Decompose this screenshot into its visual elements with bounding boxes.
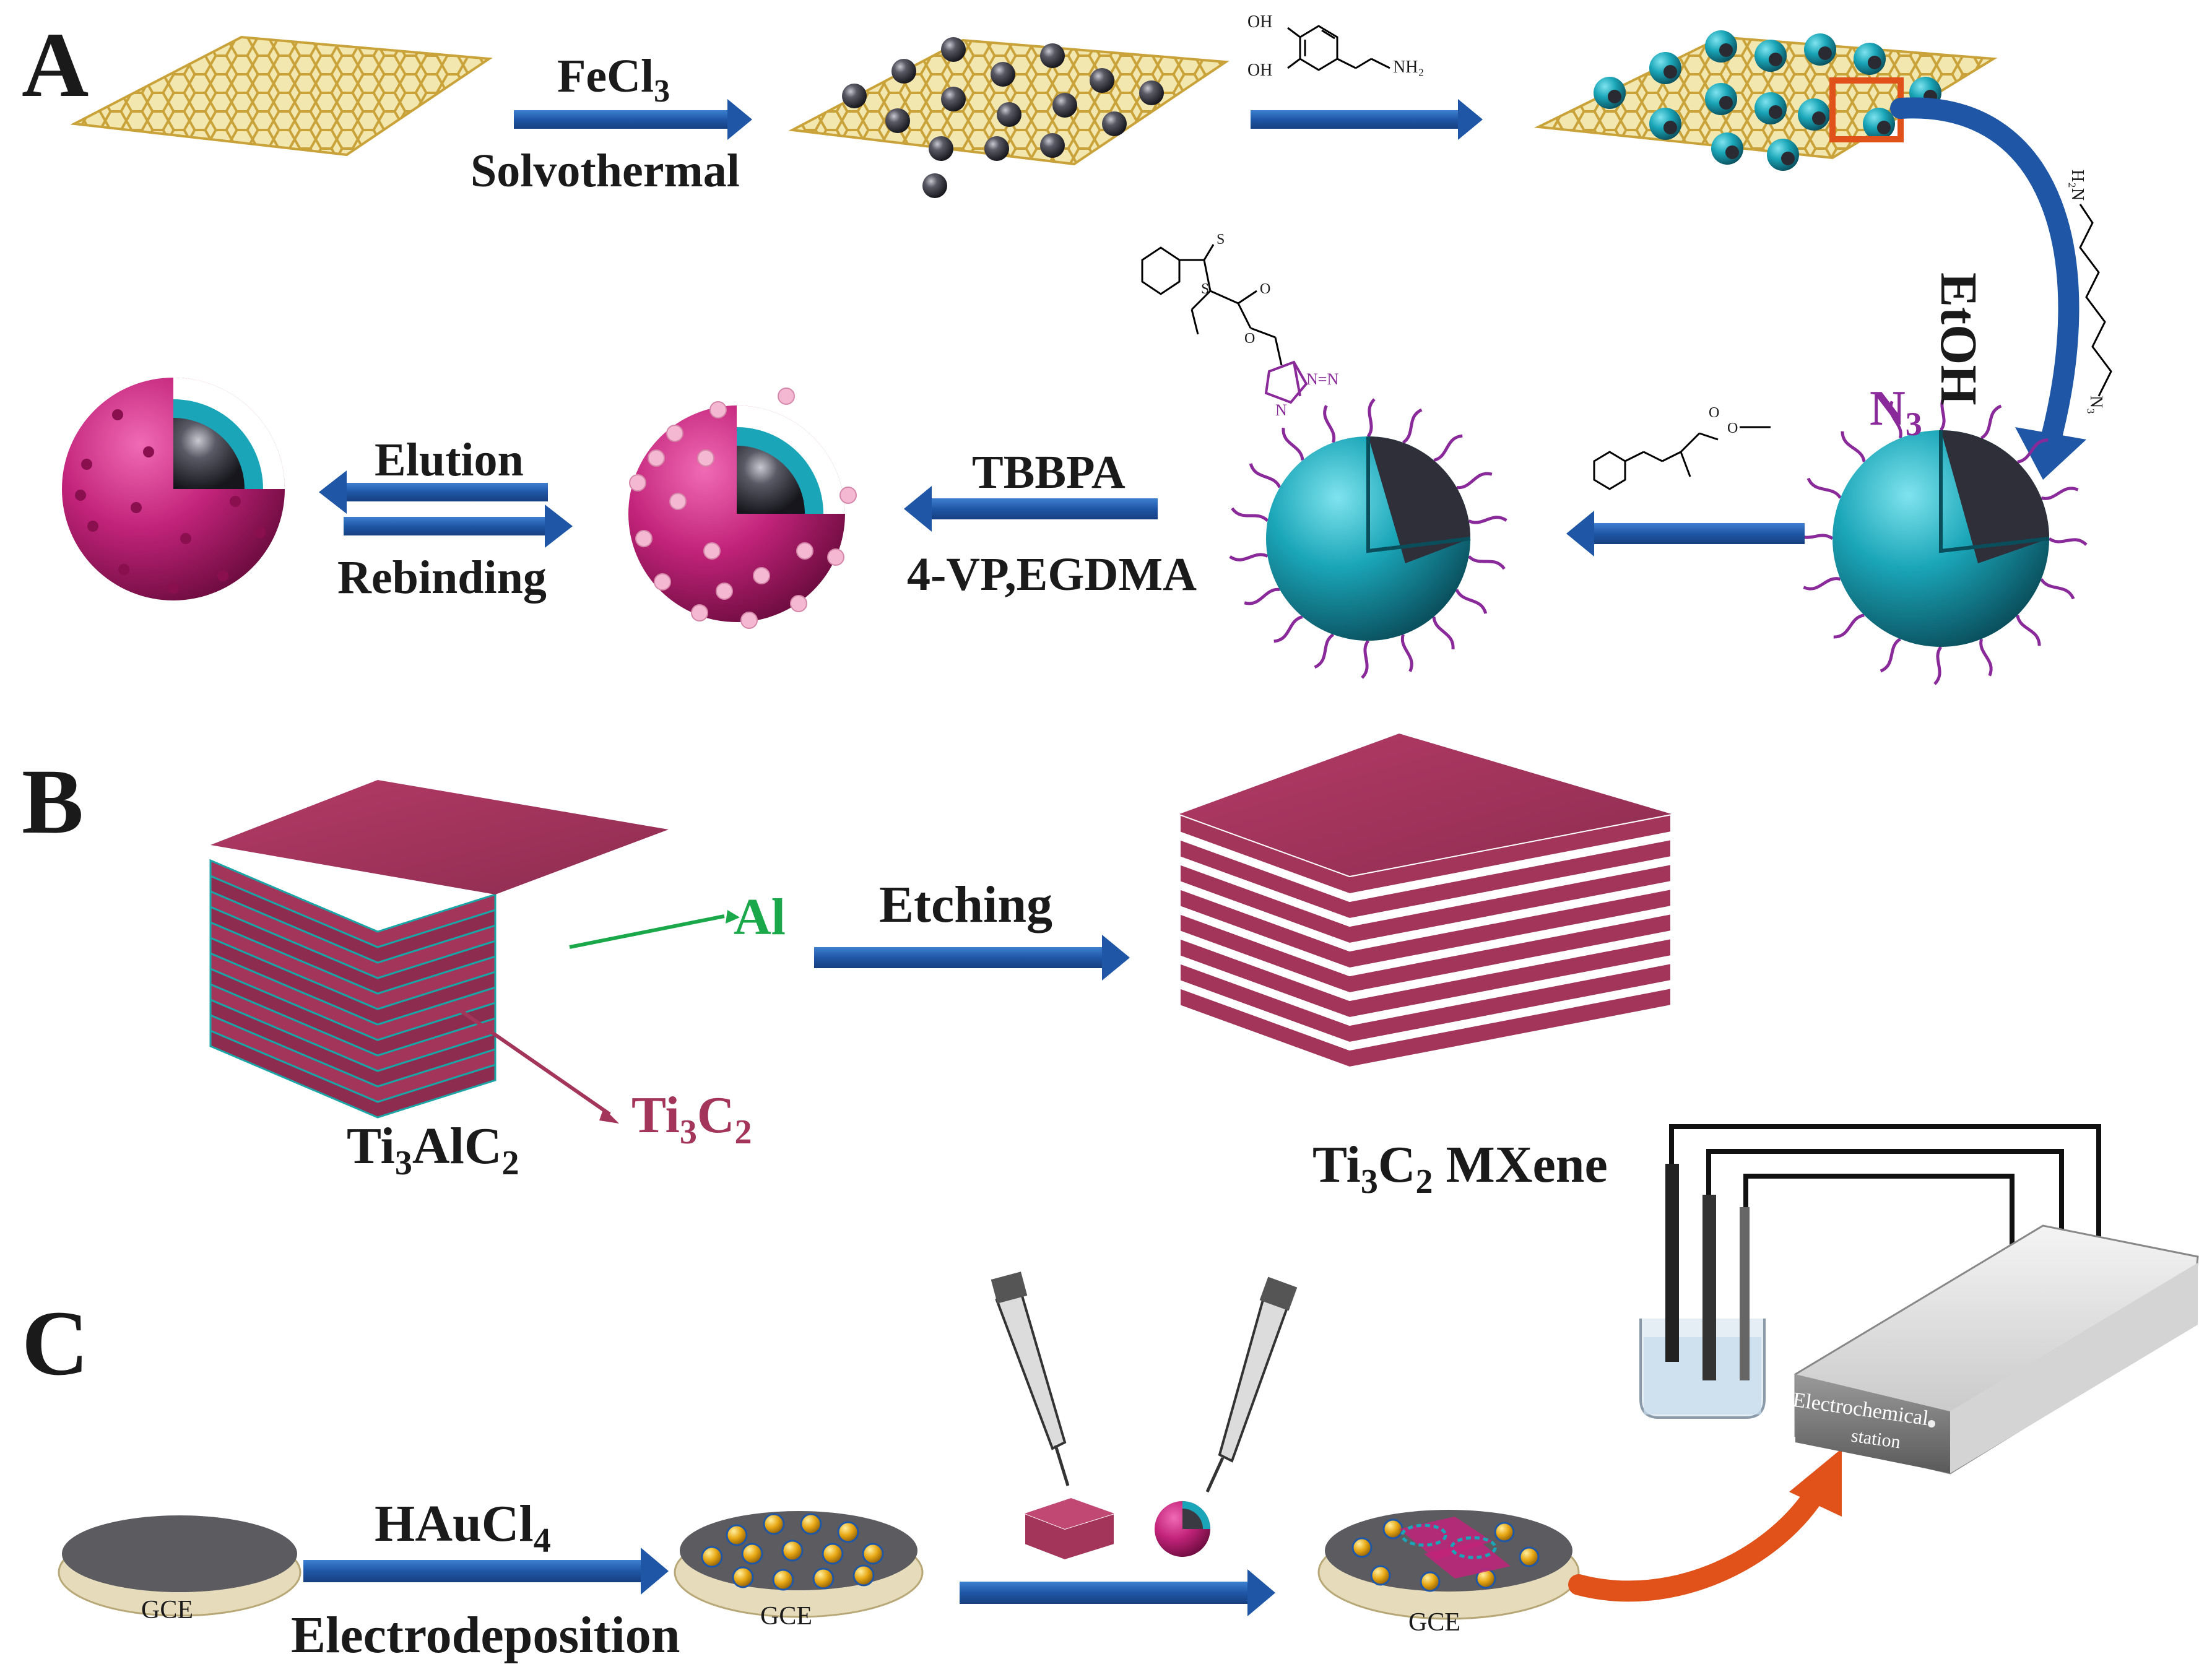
arrow-to-station: [1568, 1449, 1842, 1602]
gce-label: GCE: [1408, 1608, 1460, 1637]
electrochemical-cell: [1639, 1124, 2101, 1419]
triazole-ring: [1264, 360, 1308, 404]
linker-n3-label: N₃: [2086, 396, 2106, 414]
al-layer-label: Al: [734, 888, 786, 946]
mxene-label: Ti3C2 MXene: [1312, 1136, 1608, 1201]
arrow-fecl3: [514, 99, 752, 140]
mip-mini-particle: [1155, 1501, 1210, 1557]
gce-label: GCE: [141, 1596, 193, 1624]
fe3o4-particles: [842, 37, 1164, 198]
ti3alc2-stack: [209, 780, 669, 1119]
arrow-dopamine: [1251, 99, 1483, 140]
panel-label-a: A: [22, 14, 89, 116]
triazole-n-label: N: [1275, 401, 1287, 419]
azide-coreshell-particle: [1795, 393, 2086, 684]
polymer-brush-particle: [1230, 399, 1507, 678]
reagent-fecl3: FeCl3: [557, 50, 670, 110]
mip-template-particle: [628, 388, 857, 629]
alkyne-raft-structure: [1593, 426, 1771, 490]
dopamine-oh-label: OH: [1247, 12, 1273, 32]
gce-sensor: [1317, 1510, 1580, 1620]
ti3alc2-label: Ti3AlC2: [347, 1117, 519, 1182]
dopamine-structure: [1287, 25, 1390, 71]
arrow-imprinting: [904, 486, 1158, 532]
panel-b: [209, 734, 1673, 1124]
pipette-icon: [1205, 1276, 1298, 1493]
dopamine-nh2-label: NH₂: [1393, 58, 1425, 77]
process-rebinding: Rebinding: [337, 552, 547, 604]
linker-h2n-label: H₂N: [2068, 169, 2088, 201]
ti3c2-layer-label: Ti3C2: [631, 1086, 752, 1151]
graphene-fe3o4-sheet: [788, 37, 1230, 198]
arrow-etching: [814, 935, 1130, 981]
panel-label-c: C: [22, 1292, 89, 1395]
amine-azide-linker: [2079, 204, 2112, 397]
template-tbbpa: TBBPA: [972, 446, 1126, 498]
process-elution: Elution: [375, 434, 524, 486]
arrow-click-reaction: [1566, 511, 1805, 557]
graphene-sheet: [70, 35, 493, 157]
monomers-label: 4-VP,EGDMA: [907, 548, 1197, 600]
process-etching: Etching: [879, 876, 1053, 933]
gce-bare: [58, 1515, 301, 1617]
arrow-rebinding: [344, 505, 573, 548]
raft-s-label: S: [1217, 232, 1225, 248]
working-electrode: [1702, 1195, 1716, 1380]
arrow-etoh-zoom: [1890, 97, 2086, 480]
solvent-etoh: EtOH: [1930, 272, 1987, 405]
alkyne-o-label: O: [1709, 405, 1720, 421]
arrow-elution: [319, 470, 548, 514]
panel-c: [58, 1124, 2199, 1620]
pda-coated-particles: [1594, 30, 1941, 171]
raft-o-label: O: [1244, 331, 1256, 347]
gce-label: GCE: [760, 1602, 812, 1631]
raft-o-label: O: [1260, 281, 1271, 297]
electrochemical-station: [1794, 1224, 2199, 1475]
reference-electrode: [1665, 1164, 1679, 1362]
arrow-electrodeposition: [303, 1548, 669, 1595]
reagent-haucl4: HAuCl4: [375, 1495, 551, 1560]
arrow-drop-casting: [960, 1569, 1275, 1616]
raft-s-label: S: [1201, 281, 1210, 297]
electrode-wires: [1669, 1124, 2101, 1275]
mip-eluted-particle: [62, 378, 285, 600]
pipette-icon: [991, 1271, 1070, 1486]
gce-au-modified: [674, 1511, 924, 1618]
panel-label-b: B: [22, 750, 84, 853]
mxene-stack: [1178, 734, 1673, 1070]
condition-solvothermal: Solvothermal: [471, 145, 740, 197]
mxene-mini-stack: [1024, 1498, 1115, 1561]
alkyne-o-label: O: [1727, 420, 1738, 436]
mxene-mip-composite: [1399, 1517, 1511, 1579]
azide-n3-label: N3: [1870, 381, 1922, 443]
process-electrodeposition: Electrodeposition: [291, 1606, 680, 1664]
triazole-n-label: N=N: [1306, 370, 1339, 388]
ti3c2-pointer: [457, 1007, 611, 1116]
dopamine-oh-label: OH: [1247, 61, 1273, 80]
counter-electrode: [1740, 1207, 1750, 1380]
raft-agent-structure: [1141, 244, 1283, 366]
al-pointer: [569, 914, 725, 949]
au-nanoparticles: [701, 1513, 884, 1591]
